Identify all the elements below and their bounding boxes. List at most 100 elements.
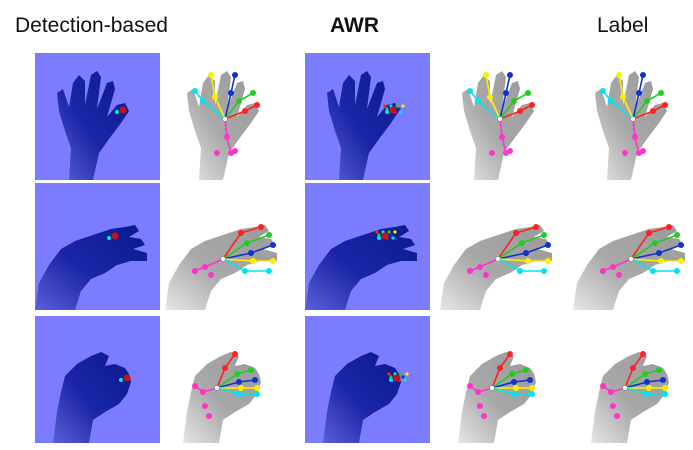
joint-wrist [481, 413, 487, 419]
joint-wrist [192, 88, 198, 94]
joint-wrist [206, 413, 212, 419]
bone-index [630, 232, 650, 260]
joint-pinky [525, 258, 531, 264]
depth-map-panel [35, 316, 160, 443]
joint-pinky [270, 258, 276, 264]
joint-index [232, 351, 238, 357]
bone-index [648, 226, 670, 234]
joint-wrist [232, 148, 238, 154]
bone-middle [224, 100, 240, 120]
pose-skeleton-panel [458, 351, 536, 443]
bone-ring [658, 244, 682, 254]
joint-middle [519, 240, 525, 246]
joint-thumb [224, 134, 230, 140]
depth-map-panel [35, 53, 160, 180]
offset-vector-dot [391, 236, 395, 240]
joint-wrist [477, 403, 483, 409]
column-title-awr: AWR [330, 14, 379, 37]
bone-ring [222, 252, 252, 260]
bone-wrist [624, 387, 648, 395]
bone-ring [224, 92, 232, 120]
offset-vector-dot [389, 233, 393, 237]
joint-wrist [622, 150, 628, 156]
joint-thumb [600, 383, 606, 389]
joint-thumb [477, 264, 483, 270]
detected-joint-marker [107, 236, 111, 240]
column-title-detection-based: Detection-based [15, 14, 168, 37]
panel-det_pose-row-3 [165, 316, 290, 443]
joint-ring [228, 90, 234, 96]
joint-wrist [483, 272, 489, 278]
bone-ring [216, 381, 240, 389]
panel-det_pose-row-2 [165, 183, 290, 310]
joint-palm [222, 116, 228, 122]
joint-wrist [608, 98, 614, 104]
panel-det_depth-row-1 [35, 53, 160, 180]
bone-index [222, 232, 242, 260]
bone-thumb [479, 258, 499, 268]
joint-middle [250, 90, 256, 96]
offset-vector-dot [377, 233, 381, 237]
offset-vector-dot [397, 107, 401, 111]
joint-wrist [467, 268, 473, 274]
bone-wrist [216, 387, 240, 395]
joint-middle [523, 367, 529, 373]
hand-depth-silhouette [323, 352, 401, 443]
bone-index [491, 367, 501, 389]
joint-pinky [616, 72, 622, 78]
joint-thumb [632, 134, 638, 140]
joint-ring [511, 379, 517, 385]
joint-middle [674, 232, 680, 238]
offset-vector-dot [405, 372, 409, 376]
joint-wrist [600, 88, 606, 94]
panel-awr_depth-row-2 [305, 183, 430, 310]
panel-awr_pose-row-3 [440, 316, 565, 443]
joint-thumb [200, 389, 206, 395]
panel-awr_pose-row-2 [440, 183, 565, 310]
bone-ring [630, 252, 660, 260]
bone-middle [624, 373, 646, 389]
joint-index [222, 365, 228, 371]
panel-label_pose-row-3 [573, 316, 693, 443]
offset-vector-dot [385, 107, 389, 111]
joint-pinky [487, 94, 493, 100]
bone-middle [497, 242, 523, 260]
hand-gray-silhouette [595, 71, 667, 180]
bone-thumb [499, 118, 503, 138]
detected-joint-marker [111, 232, 119, 240]
hand-gray-silhouette [440, 225, 552, 310]
pose-skeleton-panel [183, 351, 261, 443]
bone-ring [638, 74, 644, 94]
offset-vector-dot [375, 230, 379, 234]
joint-index [650, 108, 656, 114]
bone-wrist [630, 258, 654, 272]
joint-wrist [640, 148, 646, 154]
bone-pinky [630, 258, 662, 262]
bone-wrist [202, 100, 226, 120]
bone-middle [630, 242, 656, 260]
offset-vector-dot [393, 230, 397, 234]
joint-ring [660, 377, 666, 383]
bone-middle [499, 100, 515, 120]
detected-joint-marker [381, 232, 389, 240]
hand-depth-silhouette [305, 225, 417, 310]
joint-pinky [238, 385, 244, 391]
bone-pinky [618, 74, 624, 98]
joint-index [646, 230, 652, 236]
joint-ring [640, 72, 646, 78]
bone-ring [497, 252, 527, 260]
bone-thumb [224, 118, 228, 138]
bone-wrist [491, 387, 515, 395]
joint-wrist [614, 413, 620, 419]
joint-index [640, 351, 646, 357]
joint-ring [523, 250, 529, 256]
hand-gray-silhouette [183, 352, 261, 443]
joint-palm [489, 385, 495, 391]
joint-middle [656, 367, 662, 373]
detected-joint-marker [385, 110, 389, 114]
depth-map-panel [305, 316, 430, 443]
joint-middle [658, 90, 664, 96]
joint-palm [495, 256, 501, 262]
joint-ring [636, 90, 642, 96]
joint-wrist [674, 268, 680, 274]
